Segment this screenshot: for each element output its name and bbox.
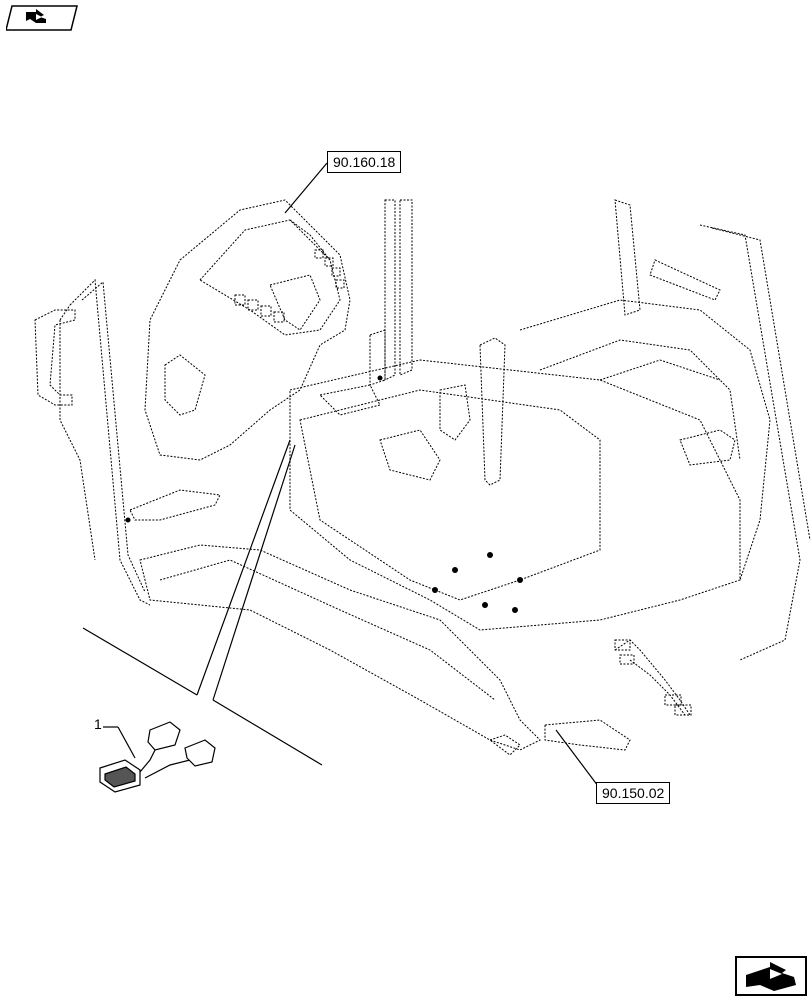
ref-90-160-18[interactable]: 90.160.18	[327, 151, 402, 173]
book-arrow-icon[interactable]	[6, 4, 78, 32]
leader-lines	[82, 162, 602, 791]
navigation-arrow-icon[interactable]	[734, 955, 808, 997]
ref-90-150-02[interactable]: 90.150.02	[596, 782, 671, 804]
item-1-connector[interactable]	[99, 721, 216, 793]
floor-holes	[125, 375, 523, 613]
cab-structure	[34, 199, 811, 756]
item-1-label: 1	[94, 716, 102, 732]
